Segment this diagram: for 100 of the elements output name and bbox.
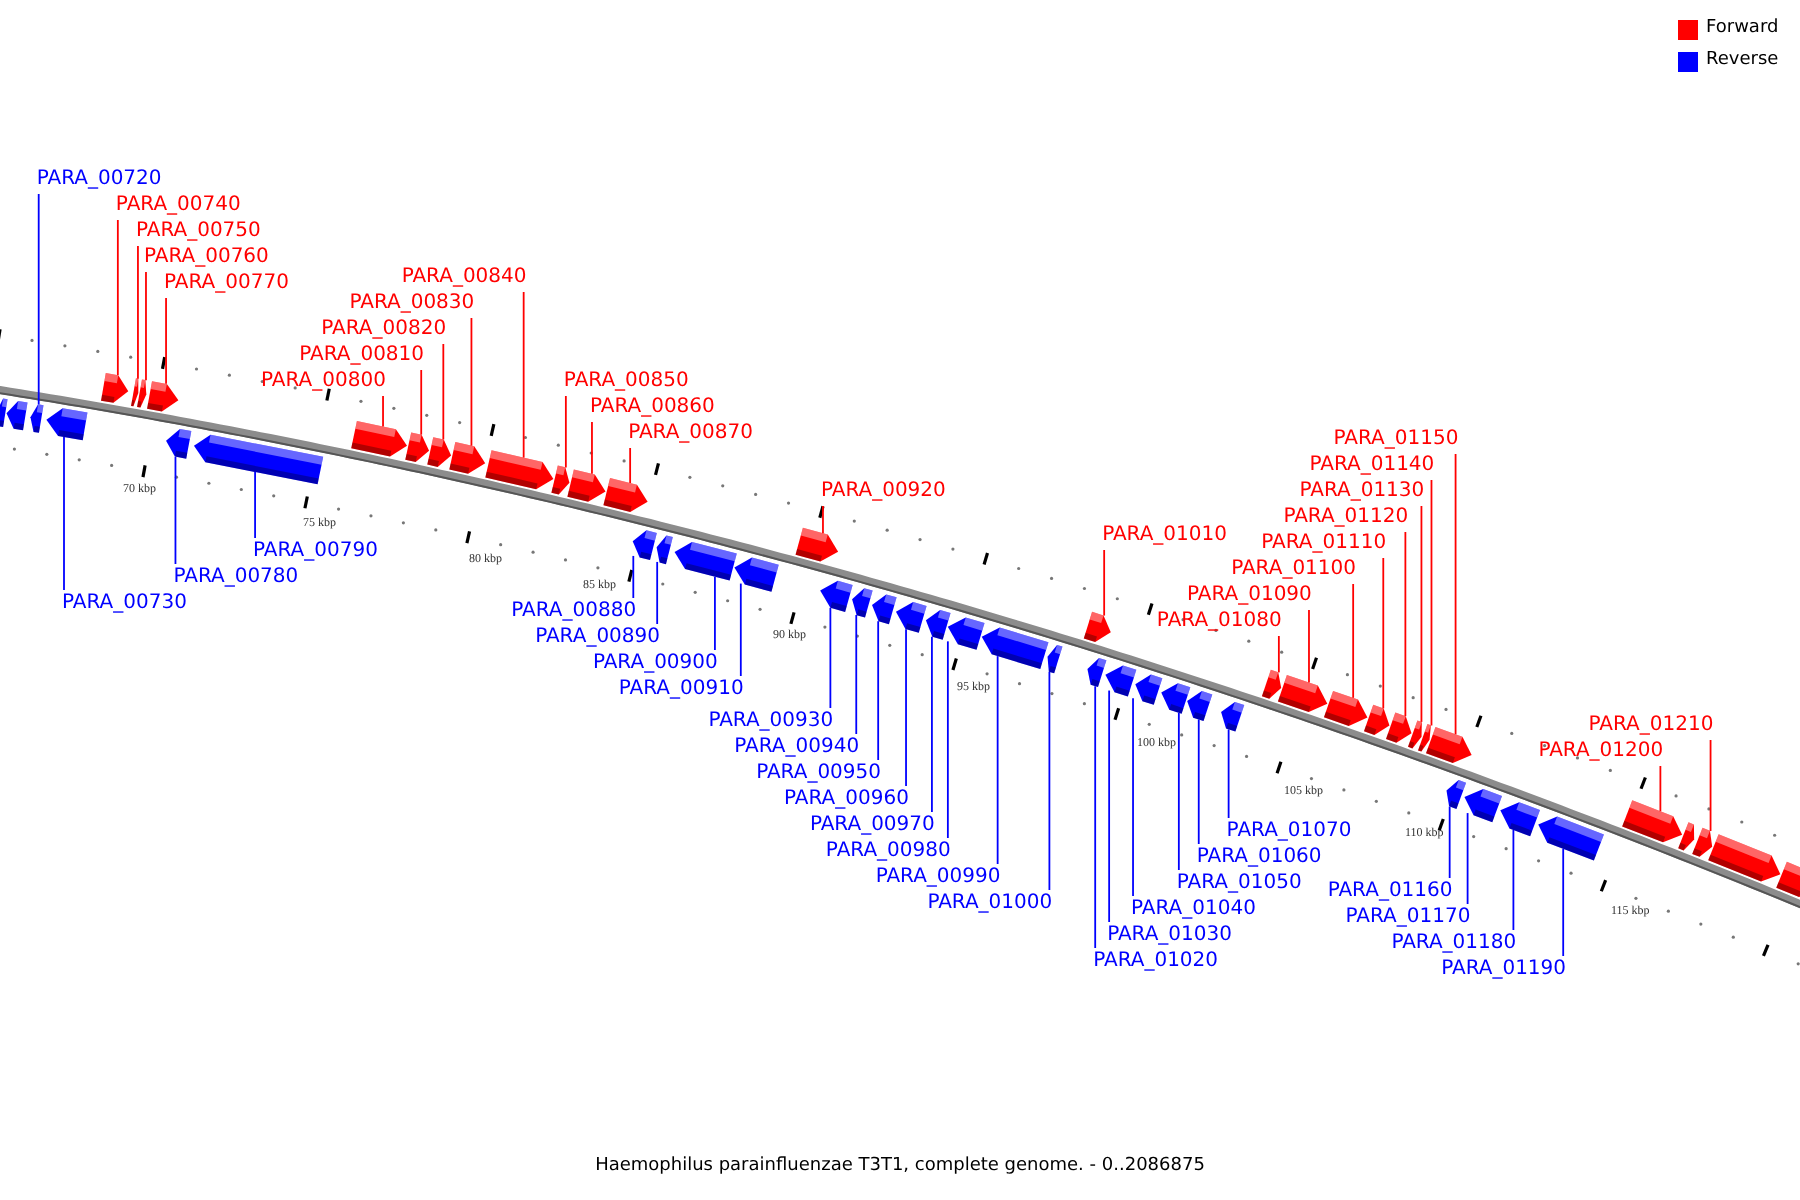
gene-label: PARA_00750 (135, 220, 261, 244)
gene-label: PARA_00980 (825, 840, 951, 864)
leader-line (1108, 689, 1111, 923)
gene-label: PARA_00910 (618, 678, 744, 702)
gene-label: PARA_01100 (1231, 558, 1357, 582)
gene-label: PARA_01180 (1391, 932, 1517, 956)
caption: Haemophilus parainfluenzae T3T1, complete genome. - 0..2086875 (595, 1156, 1205, 1176)
gene-label: PARA_00860 (589, 396, 715, 420)
gene-label: PARA_01040 (1131, 898, 1256, 922)
leader-line (1177, 712, 1180, 871)
leader-line (1562, 847, 1565, 957)
gene-label: PARA_01060 (1196, 846, 1322, 870)
leader-line (382, 395, 384, 428)
leader-line (629, 447, 632, 484)
gene-block (1083, 611, 1111, 643)
gene-block (1538, 816, 1604, 861)
gene-label: PARA_01090 (1186, 584, 1312, 608)
gene-label: PARA_01160 (1327, 880, 1453, 904)
leader-line (1430, 479, 1433, 727)
gene-label: PARA_00840 (401, 266, 527, 290)
gene-block (1418, 724, 1431, 752)
gene-block (734, 557, 779, 592)
gene-block (427, 437, 452, 467)
gene-block (137, 379, 147, 408)
legend-label: Forward (1706, 18, 1779, 40)
gene-block (895, 602, 927, 633)
leader-line (1308, 609, 1310, 684)
gene-label: PARA_01140 (1309, 454, 1435, 478)
gene-block (656, 535, 673, 565)
gene-block (193, 434, 324, 485)
leader-line (1382, 557, 1385, 710)
gene-label: PARA_00830 (349, 292, 475, 316)
gene-label: PARA_00740 (115, 194, 241, 218)
leader-line (739, 582, 742, 677)
gene-block (1408, 720, 1422, 749)
gene-label: PARA_00810 (299, 344, 425, 368)
gene-block (1261, 669, 1282, 699)
gene-label: PARA_00920 (820, 480, 946, 504)
gene-block (1161, 683, 1191, 714)
leader-line (1197, 718, 1200, 845)
leader-line (829, 606, 832, 709)
gene-label: PARA_00900 (592, 652, 718, 676)
gene-label: PARA_00950 (756, 762, 882, 786)
gene-block (1692, 827, 1713, 857)
leader-line (37, 193, 40, 406)
gene-label: PARA_01110 (1261, 532, 1387, 556)
leader-line (1132, 697, 1134, 897)
leader-line (145, 271, 147, 382)
gene-block (1446, 780, 1467, 809)
gene-label: PARA_01190 (1441, 958, 1567, 982)
gene-block (852, 588, 873, 618)
gene-label: PARA_01170 (1345, 906, 1471, 930)
gene-label: PARA_01030 (1107, 924, 1232, 948)
leader-line (931, 635, 933, 813)
gene-block (1105, 665, 1137, 697)
gene-block (0, 398, 8, 427)
gene-label: PARA_00940 (734, 736, 860, 760)
leader-line (165, 297, 167, 385)
leader-line (470, 317, 473, 447)
leader-line (1094, 685, 1097, 949)
gene-label: PARA_01070 (1226, 820, 1352, 844)
gene-block (30, 404, 44, 433)
legend-label: Reverse (1706, 50, 1779, 72)
leader-line (174, 455, 177, 565)
leader-line (254, 470, 256, 539)
gene-block (1364, 704, 1390, 735)
leader-line (1709, 739, 1712, 832)
gene-block (405, 432, 430, 463)
gene-label: PARA_01200 (1538, 740, 1664, 764)
leader-line (591, 421, 593, 475)
leader-line (1404, 531, 1407, 718)
gene-block (6, 401, 28, 431)
gene-label: PARA_01120 (1283, 506, 1409, 530)
gene-block (1708, 834, 1781, 882)
gene-label: PARA_00720 (36, 168, 162, 192)
gene-label: PARA_00770 (164, 272, 289, 296)
leader-line (905, 628, 907, 787)
gene-label: PARA_01000 (927, 892, 1053, 916)
gene-label: PARA_00960 (784, 788, 909, 812)
leader-line (1448, 805, 1451, 879)
leader-line (632, 555, 635, 599)
gene-block (1386, 712, 1412, 743)
leader-line (877, 620, 880, 761)
gene-label: PARA_01130 (1299, 480, 1425, 504)
leader-line (1466, 812, 1469, 905)
leader-line (822, 505, 824, 535)
gene-label: PARA_00990 (875, 866, 1001, 890)
gene-block (449, 442, 486, 474)
gene-label: PARA_00890 (535, 626, 661, 650)
gene-block (1087, 658, 1107, 687)
leader-line (1659, 765, 1662, 813)
gene-label: PARA_01020 (1093, 950, 1219, 974)
gene-label: PARA_01010 (1102, 524, 1227, 548)
gene-label: PARA_01150 (1333, 428, 1459, 452)
gene-block (820, 580, 853, 612)
gene-label: PARA_00800 (261, 370, 386, 394)
leader-line (1103, 549, 1106, 617)
gene-block (1135, 674, 1163, 705)
leader-line (420, 369, 423, 436)
leader-line (522, 291, 525, 459)
